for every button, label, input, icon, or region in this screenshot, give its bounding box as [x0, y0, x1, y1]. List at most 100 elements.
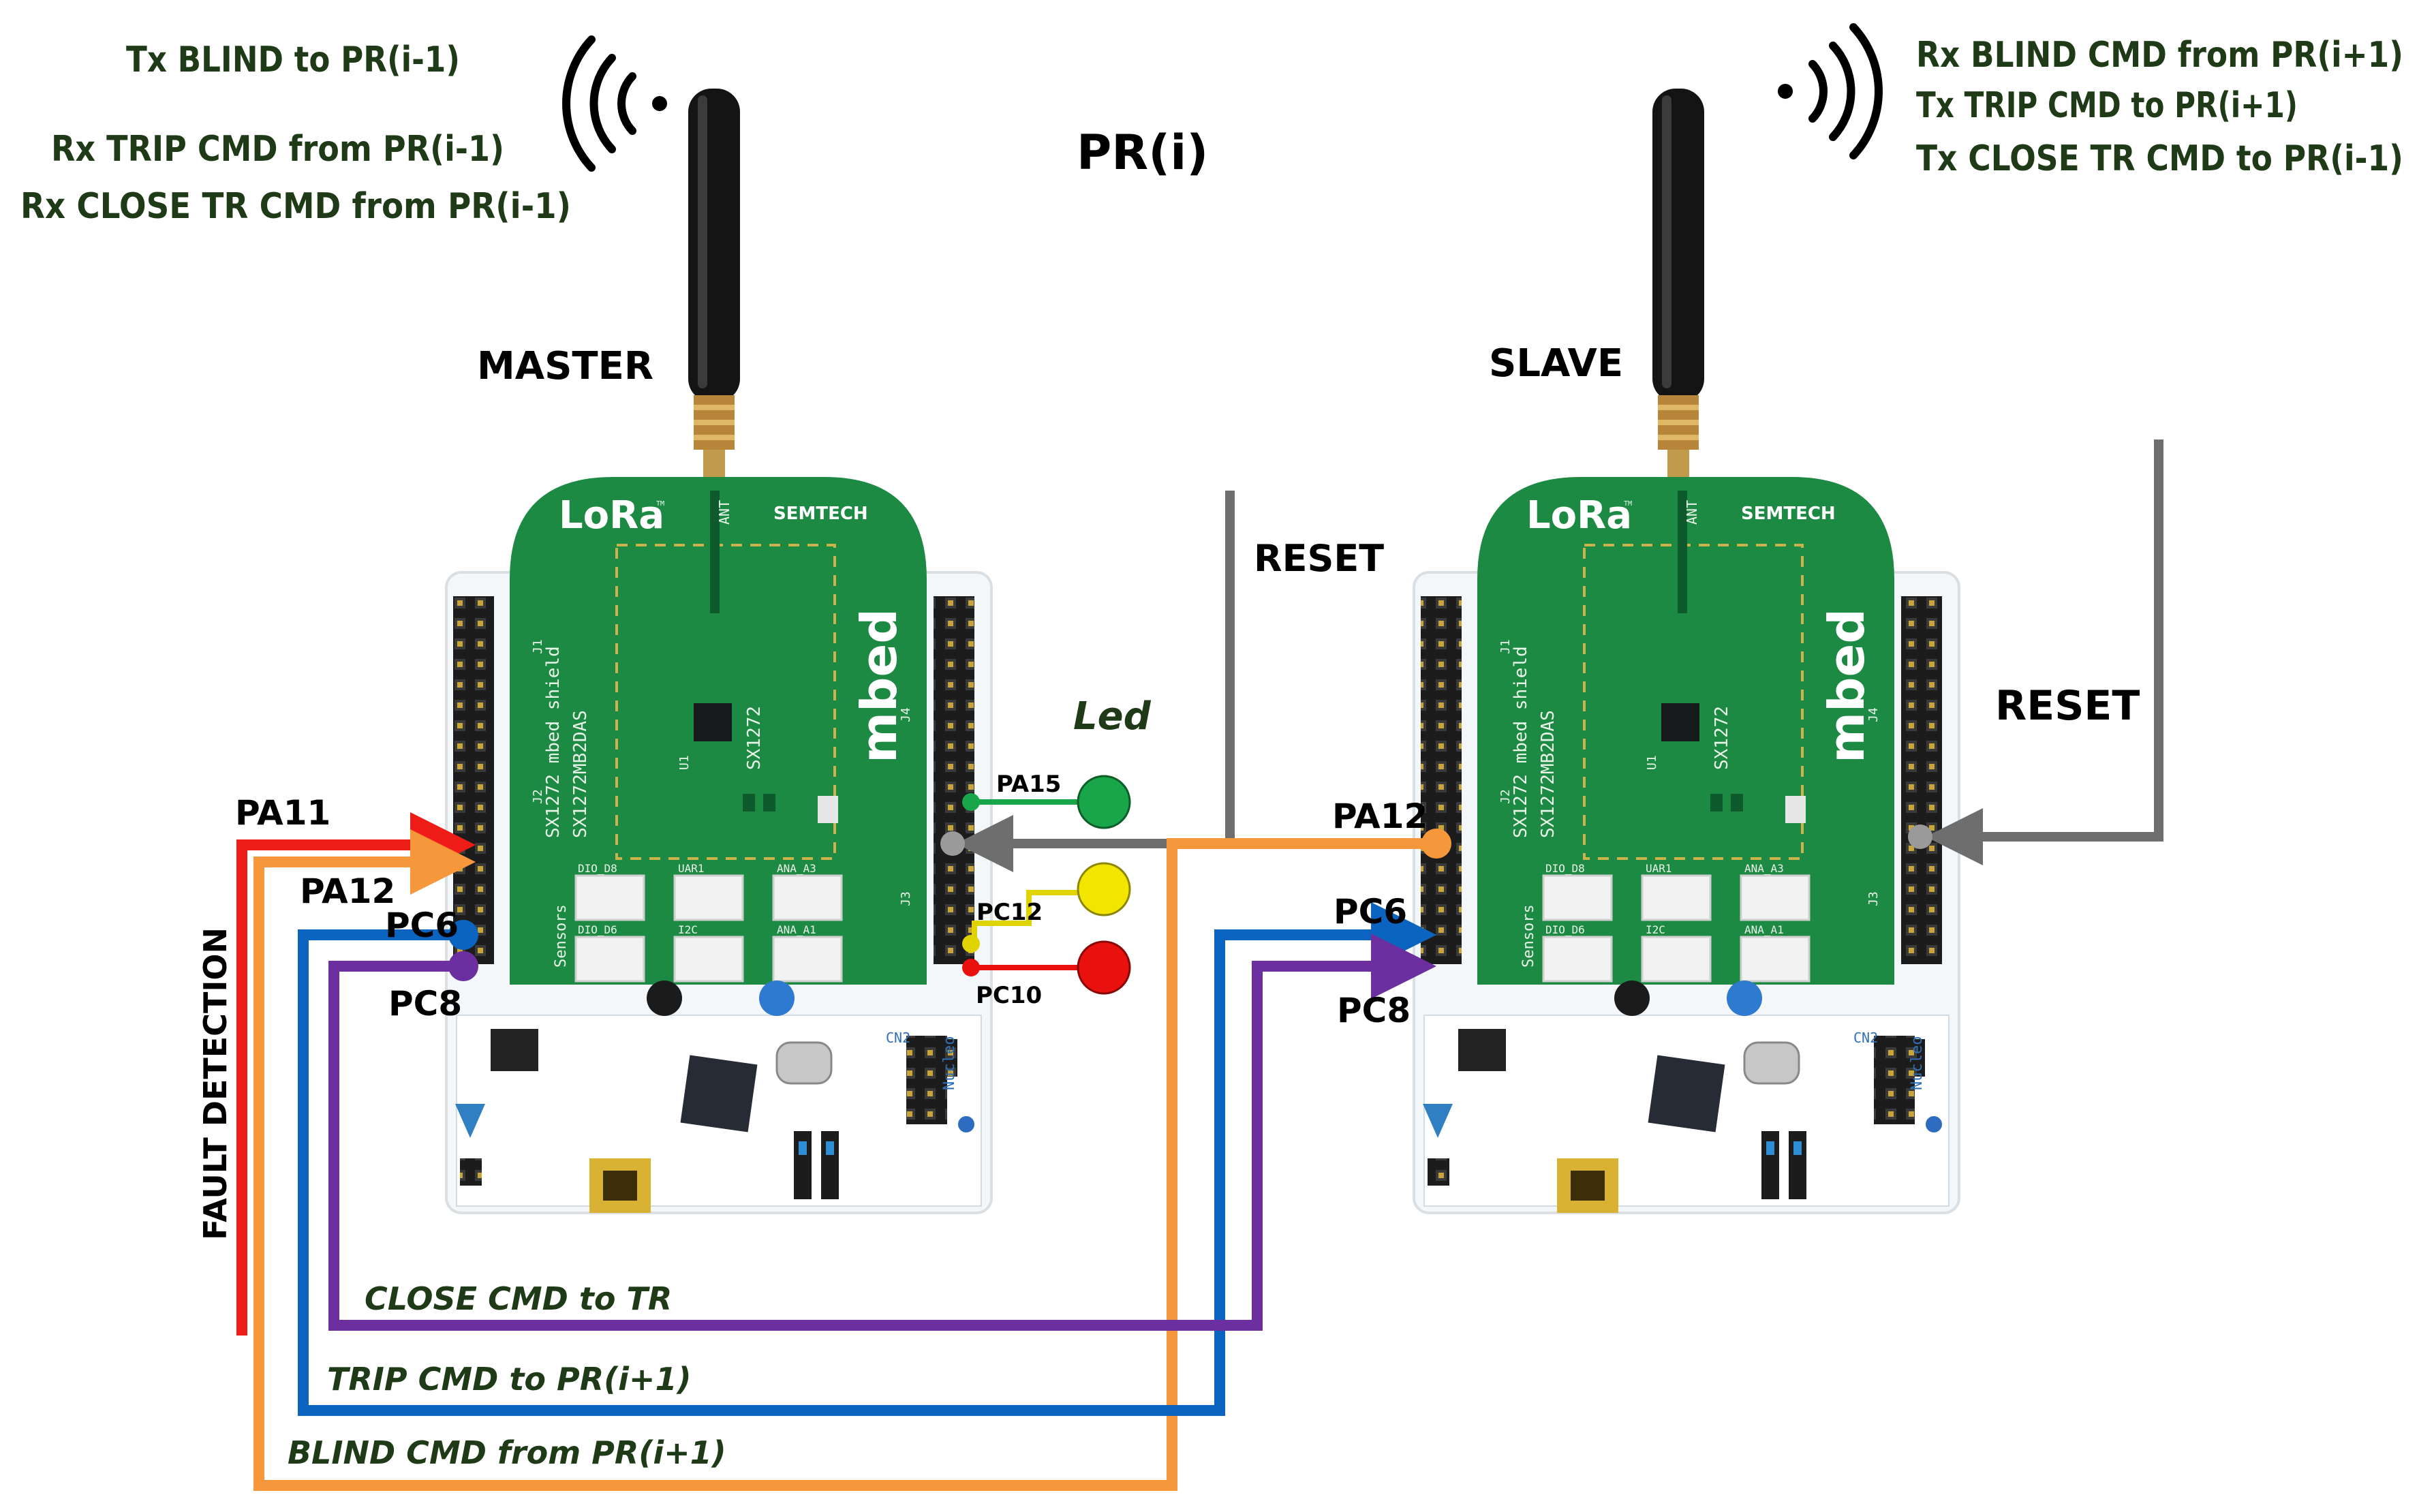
slave-node: Nucleo CN2 LoRa TM SEMTECH ANT mbed SX12… — [1413, 89, 1960, 1214]
slave-connector — [1542, 874, 1613, 921]
master-j2: J2 — [531, 789, 545, 804]
slave-j1: J1 — [1498, 639, 1513, 654]
master-u1: U1 — [677, 755, 692, 770]
master-conn-label: UAR1 — [678, 862, 705, 875]
master-conn-label: ANA_A1 — [777, 923, 816, 936]
master-conn-label: ANA_A3 — [777, 862, 816, 875]
close-cmd-wire — [328, 934, 1436, 1331]
master-text-3: Rx CLOSE TR CMD from PR(i-1) — [20, 186, 571, 227]
slave-label: SLAVE — [1489, 341, 1623, 386]
master-lora-tm: TM — [656, 500, 664, 508]
slave-user-button[interactable] — [1727, 981, 1762, 1016]
slave-conn-label: I2C — [1646, 923, 1665, 936]
master-ant: ANT — [716, 500, 733, 525]
close-cmd-label: CLOSE CMD to TR — [365, 1280, 672, 1317]
master-nucleo-name: Nucleo — [941, 1036, 958, 1090]
slave-antenna — [1652, 89, 1704, 497]
master-nucleo-cn2: CN2 — [886, 1030, 910, 1046]
slave-lora-shield: LoRa TM SEMTECH ANT mbed SX1272 U1 SX127… — [1477, 477, 1894, 985]
master-antenna — [688, 89, 740, 497]
master-lora-shield: LoRa TM SEMTECH ANT mbed SX1272 U1 SX127… — [510, 477, 927, 985]
master-pc6-pin — [448, 920, 478, 950]
slave-nucleo-name: Nucleo — [1909, 1036, 1926, 1090]
radio-wave-right-icon — [1778, 23, 1883, 159]
led-pin-pc10: PC10 — [976, 982, 1042, 1009]
blind-cmd-label: BLIND CMD from PR(i+1) — [288, 1434, 726, 1471]
fault-detection-label: FAULT DETECTION — [197, 927, 234, 1240]
master-pin-pc6: PC6 — [385, 906, 459, 945]
master-connector — [772, 936, 843, 983]
slave-connector — [1740, 874, 1811, 921]
slave-connector — [1740, 936, 1811, 983]
slave-lora-tm: TM — [1624, 500, 1632, 508]
diagram-title: PR(i) — [1077, 125, 1208, 181]
led-red-link — [962, 940, 1131, 995]
master-text-1: Tx BLIND to PR(i-1) — [126, 40, 460, 80]
trip-cmd-label: TRIP CMD to PR(i+1) — [327, 1361, 691, 1398]
master-j3: J3 — [899, 891, 913, 906]
master-semtech: SEMTECH — [773, 504, 868, 524]
blind-cmd-wire — [253, 829, 1436, 1491]
led-red-icon — [1077, 940, 1131, 995]
master-shield-name: SX1272 mbed shield — [543, 646, 564, 838]
slave-j4: J4 — [1866, 707, 1881, 722]
master-pc8-pin — [448, 951, 478, 981]
slave-text-2: Tx TRIP CMD to PR(i+1) — [1916, 85, 2298, 126]
master-shield-part: SX1272MB2DAS — [570, 710, 591, 838]
slave-chip: SX1272 — [1712, 706, 1732, 770]
master-reset-label: RESET — [1254, 537, 1384, 580]
master-user-button[interactable] — [759, 981, 795, 1016]
trip-cmd-wire — [298, 902, 1436, 1416]
master-connector — [574, 936, 645, 983]
master-pin-pa11: PA11 — [235, 793, 330, 833]
master-left-header — [453, 596, 494, 964]
slave-pin-pa12: PA12 — [1332, 797, 1428, 836]
slave-u1: U1 — [1645, 755, 1659, 770]
master-pin-pc8: PC8 — [388, 984, 462, 1023]
slave-pin-pc8: PC8 — [1337, 991, 1411, 1030]
led-pin-pa15: PA15 — [996, 771, 1061, 798]
fault-detection-wire — [236, 812, 476, 1336]
master-conn-label: DIO_D8 — [578, 862, 617, 875]
slave-conn-label: ANA_A3 — [1744, 862, 1784, 875]
master-reset-button[interactable] — [647, 981, 682, 1016]
master-connector — [673, 936, 744, 983]
led-yellow-link — [962, 862, 1131, 953]
led-green-link — [962, 775, 1131, 829]
slave-sensors: Sensors — [1520, 904, 1537, 968]
led-title: Led — [1073, 694, 1152, 739]
slave-pin-pc6: PC6 — [1334, 892, 1407, 931]
slave-mbed: mbed — [1818, 608, 1875, 763]
slave-connector — [1641, 874, 1712, 921]
slave-reset-wire — [1908, 439, 2163, 865]
master-connector — [574, 874, 645, 921]
slave-conn-label: DIO_D8 — [1545, 862, 1585, 875]
slave-right-texts: Rx BLIND CMD from PR(i+1) Tx TRIP CMD to… — [1916, 35, 2403, 179]
slave-j3: J3 — [1866, 891, 1881, 906]
radio-wave-left-icon — [562, 35, 667, 172]
master-conn-label: DIO_D6 — [578, 923, 617, 936]
master-pin-pa12: PA12 — [300, 871, 395, 911]
master-text-2: Rx TRIP CMD from PR(i-1) — [51, 129, 504, 170]
slave-conn-label: DIO_D6 — [1545, 923, 1585, 936]
slave-shield-name: SX1272 mbed shield — [1511, 646, 1531, 838]
master-label: MASTER — [477, 344, 653, 388]
slave-conn-label: ANA_A1 — [1744, 923, 1784, 936]
led-green-icon — [1077, 775, 1131, 829]
master-right-header — [934, 596, 974, 964]
led-pin-pc12: PC12 — [976, 899, 1043, 926]
slave-semtech: SEMTECH — [1741, 504, 1836, 524]
master-conn-label: I2C — [678, 923, 698, 936]
slave-right-header — [1901, 596, 1942, 964]
slave-connector — [1542, 936, 1613, 983]
slave-reset-label: RESET — [1995, 682, 2140, 730]
slave-pa12-pin — [1421, 829, 1451, 859]
slave-reset-button[interactable] — [1614, 981, 1650, 1016]
master-connector — [673, 874, 744, 921]
master-left-texts: Tx BLIND to PR(i-1) Rx TRIP CMD from PR(… — [20, 40, 571, 227]
slave-text-1: Rx BLIND CMD from PR(i+1) — [1916, 35, 2403, 76]
slave-conn-label: UAR1 — [1646, 862, 1672, 875]
slave-nucleo-cn2: CN2 — [1853, 1030, 1878, 1046]
slave-text-3: Tx CLOSE TR CMD to PR(i-1) — [1916, 138, 2403, 179]
